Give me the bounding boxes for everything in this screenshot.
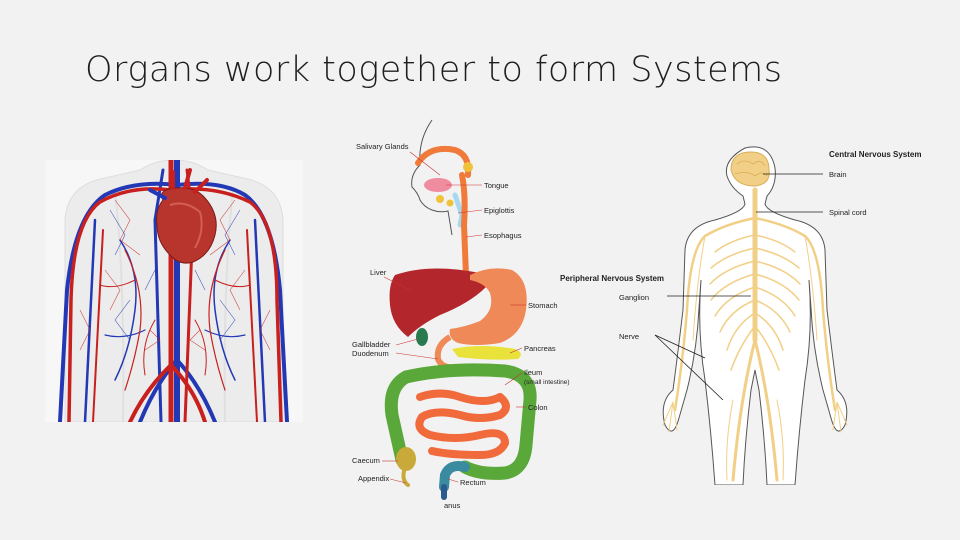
liver	[389, 268, 488, 337]
gallbladder	[416, 328, 428, 346]
nervous-illustration: Central Nervous System Brain Spinal cord…	[560, 146, 921, 486]
digestive-illustration: Salivary Glands Tongue Epiglottis Esopha…	[352, 119, 570, 510]
label-anus: anus	[444, 501, 461, 510]
label-tongue: Tongue	[484, 181, 509, 190]
salivary-gland-1	[463, 162, 473, 172]
label-spinal-cord: Spinal cord	[829, 208, 867, 217]
salivary-gland-2	[436, 195, 444, 203]
slide-title: Organs work together to form Systems	[85, 50, 783, 90]
label-duodenum: Duodenum	[352, 349, 389, 358]
salivary-gland-3	[446, 199, 454, 207]
label-gallbladder: Gallbladder	[352, 340, 391, 349]
rectum	[439, 461, 470, 492]
circulatory-illustration	[58, 160, 289, 422]
nervous-system-diagram: Central Nervous System Brain Spinal cord…	[555, 140, 955, 486]
label-appendix: Appendix	[358, 474, 390, 483]
capillary-network	[79, 199, 271, 351]
label-brain: Brain	[829, 170, 847, 179]
small-intestine	[415, 389, 510, 460]
appendix	[401, 469, 410, 487]
label-central-nervous-system: Central Nervous System	[829, 150, 921, 159]
label-liver: Liver	[370, 268, 387, 277]
label-salivary-glands: Salivary Glands	[356, 142, 409, 151]
digestive-system-diagram: Salivary Glands Tongue Epiglottis Esopha…	[340, 115, 600, 515]
label-esophagus: Esophagus	[484, 231, 522, 240]
nasal-cavity	[415, 145, 472, 178]
label-caecum: Caecum	[352, 456, 380, 465]
duodenum	[434, 334, 457, 371]
label-ganglion: Ganglion	[619, 293, 649, 302]
label-epiglottis: Epiglottis	[484, 206, 515, 215]
label-nerve: Nerve	[619, 332, 639, 341]
colon	[384, 363, 537, 480]
label-peripheral-nervous-system: Peripheral Nervous System	[560, 274, 664, 283]
tongue-shape	[424, 178, 452, 192]
pancreas	[452, 346, 521, 360]
label-ileum: Ileum	[524, 368, 542, 377]
label-rectum: Rectum	[460, 478, 486, 487]
label-pancreas: Pancreas	[524, 344, 556, 353]
heart	[148, 168, 217, 264]
label-colon: Colon	[528, 403, 548, 412]
label-stomach: Stomach	[528, 301, 558, 310]
peripheral-nerves	[662, 187, 848, 482]
caecum	[396, 447, 416, 471]
label-ileum-sub: (small intestine)	[524, 379, 570, 386]
esophagus	[459, 172, 469, 278]
stomach	[449, 268, 527, 345]
brain	[730, 151, 770, 187]
circulatory-system-image	[45, 160, 303, 422]
head-outline	[411, 119, 453, 236]
